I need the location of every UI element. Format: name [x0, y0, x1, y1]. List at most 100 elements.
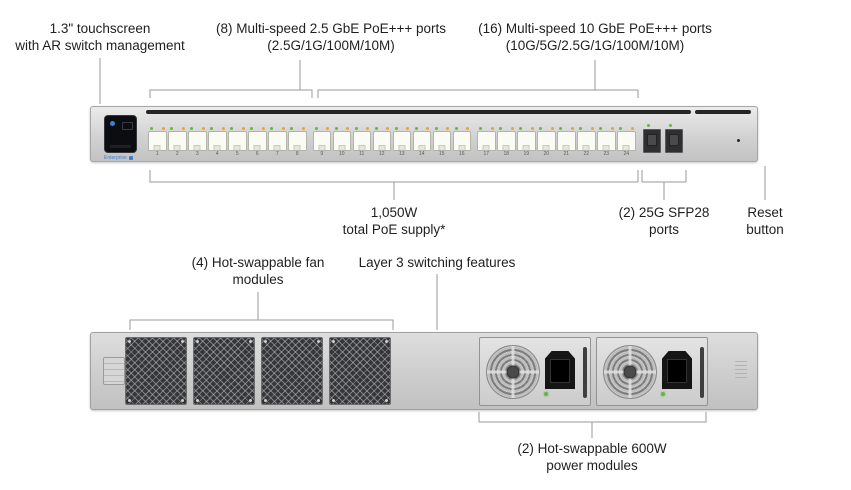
led-green-icon	[669, 124, 672, 127]
sfp-cage	[643, 129, 661, 153]
rj45-port: 7	[268, 126, 287, 157]
led-green-icon	[519, 127, 522, 130]
rear-panel-switch	[90, 332, 758, 410]
screw-icon	[332, 340, 335, 343]
touchscreen-display	[104, 115, 137, 153]
psu-fan-grille	[603, 345, 657, 399]
port-number-label: 21	[563, 151, 570, 157]
rj45-jack	[332, 131, 351, 151]
rj45-jack	[168, 131, 187, 151]
fan-module	[193, 337, 255, 405]
label-reset-button: Reset button	[746, 204, 784, 238]
screw-icon	[196, 399, 199, 402]
screw-icon	[385, 399, 388, 402]
rj45-port: 12	[372, 126, 391, 157]
port-number-label: 3	[195, 151, 199, 157]
rj45-port: 9	[312, 126, 331, 157]
callout-bracket-psu	[478, 412, 707, 423]
rj45-jack	[577, 131, 596, 151]
rj45-jack	[208, 131, 227, 151]
rj45-jack	[617, 131, 636, 151]
rj45-clip	[378, 145, 386, 150]
led-green-icon	[454, 127, 458, 130]
rj45-port: 3	[188, 126, 207, 157]
led-amber-icon	[490, 127, 494, 130]
led-green-icon	[354, 127, 358, 130]
led-amber-icon	[590, 127, 594, 130]
rj45-clip	[153, 145, 161, 150]
rj45-clip	[582, 145, 590, 150]
rear-label-sticker	[735, 361, 747, 379]
led-amber-icon	[181, 127, 185, 130]
port-number-label: 20	[543, 151, 550, 157]
screw-icon	[264, 340, 267, 343]
label-poe-supply-line2: total PoE supply*	[342, 222, 446, 237]
led-green-icon	[559, 127, 562, 130]
led-amber-icon	[326, 127, 329, 130]
rj45-clip	[418, 145, 426, 150]
led-green-icon	[479, 127, 482, 130]
led-green-icon	[170, 127, 173, 130]
callout-bracket-25g-ports	[149, 89, 313, 98]
port-number-label: 6	[255, 151, 259, 157]
screw-icon	[196, 340, 199, 343]
port-leds	[168, 126, 187, 131]
rj45-jack	[228, 131, 247, 151]
sfp-cage	[665, 129, 683, 153]
rj45-port: 19	[517, 126, 536, 157]
screw-icon	[181, 340, 184, 343]
led-green-icon	[290, 127, 293, 130]
screw-icon	[317, 340, 320, 343]
led-amber-icon	[201, 127, 205, 130]
label-25g-ports-line1: (8) Multi-speed 2.5 GbE PoE+++ ports	[216, 21, 446, 36]
power-inlet	[545, 351, 575, 389]
touchscreen-status-icon	[110, 121, 115, 126]
led-amber-icon	[426, 127, 429, 130]
port-leds	[577, 126, 596, 131]
port-number-label: 2	[175, 151, 179, 157]
label-psu-modules: (2) Hot-swappable 600W power modules	[517, 440, 666, 474]
port-leds	[413, 126, 432, 131]
label-10g-ports: (16) Multi-speed 10 GbE PoE+++ ports (10…	[478, 20, 712, 54]
port-leds	[557, 126, 576, 131]
port-number-label: 8	[295, 151, 299, 157]
rj45-port: 15	[432, 126, 451, 157]
rj45-clip	[253, 145, 261, 150]
port-number-label: 1	[155, 151, 159, 157]
rj45-port: 14	[412, 126, 432, 157]
rj45-jack	[248, 131, 267, 151]
rj45-port: 5	[228, 126, 247, 157]
led-amber-icon	[530, 127, 534, 130]
port-number-label: 5	[235, 151, 239, 157]
port-leds	[248, 126, 267, 131]
psu-module	[596, 337, 708, 406]
led-amber-icon	[510, 127, 514, 130]
led-green-icon	[599, 127, 602, 130]
port-leds	[393, 126, 412, 131]
led-green-icon	[544, 392, 548, 396]
label-psu-modules-line1: (2) Hot-swappable 600W	[517, 441, 667, 456]
reset-button-hole	[737, 139, 740, 142]
label-fan-modules: (4) Hot-swappable fan modules	[192, 254, 325, 288]
led-green-icon	[230, 127, 233, 130]
port-number-label: 18	[503, 151, 510, 157]
rj45-clip	[358, 145, 366, 150]
rj45-clip	[482, 145, 490, 150]
rj45-jack	[537, 131, 556, 151]
psu-module	[479, 337, 591, 406]
port-leds	[517, 126, 536, 131]
label-touchscreen-line2: with AR switch management	[15, 38, 185, 53]
port-number-label: 16	[458, 151, 465, 157]
led-green-icon	[374, 127, 378, 130]
screw-icon	[264, 399, 267, 402]
rj45-clip	[173, 145, 181, 150]
led-green-icon	[394, 127, 398, 130]
port-leds	[228, 126, 247, 131]
fan-modules	[125, 337, 391, 405]
screw-icon	[249, 340, 252, 343]
led-amber-icon	[346, 127, 349, 130]
led-amber-icon	[261, 127, 265, 130]
